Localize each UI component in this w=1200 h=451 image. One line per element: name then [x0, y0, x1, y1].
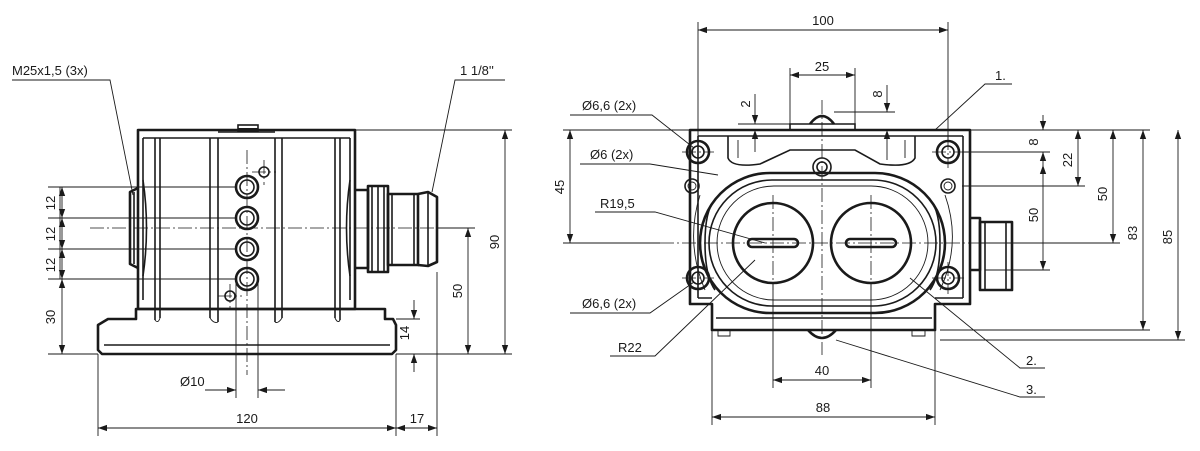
side-view: 12 12 12 30 M25x1,5 (3x) 1 1/8'' 90 50 1… [12, 63, 512, 436]
side-dim-pitch-1: 12 [43, 196, 58, 210]
front-callout-3: 3. [1026, 382, 1037, 397]
front-view: 100 25 2 8 Ø6,6 (2x) Ø6 (2x) Ø6,6 (2x) 4… [552, 13, 1185, 425]
side-dim-height: 90 [487, 235, 502, 249]
front-dim-right-85: 85 [1160, 230, 1175, 244]
side-housing [136, 128, 357, 311]
front-callout-2: 2. [1026, 353, 1037, 368]
side-conduit-label: 1 1/8'' [460, 63, 494, 78]
side-dim-pitch-3: 12 [43, 258, 58, 272]
front-dim-right-22: 22 [1060, 153, 1075, 167]
front-connector [970, 216, 1014, 292]
front-dim-button-pitch: 40 [815, 363, 829, 378]
front-dim-right-8: 8 [1026, 138, 1041, 145]
side-dim-width: 120 [236, 411, 258, 426]
front-radius-outer: R22 [618, 340, 642, 355]
front-dim-right-83: 83 [1125, 226, 1140, 240]
front-callout-1: 1. [995, 68, 1006, 83]
side-thread-label: M25x1,5 (3x) [12, 63, 88, 78]
front-hole-label-mid: Ø6 (2x) [590, 147, 633, 162]
front-dim-button-span: 25 [815, 59, 829, 74]
front-dim-bottom-width: 88 [816, 400, 830, 415]
front-hole-label-top: Ø6,6 (2x) [582, 98, 636, 113]
front-dim-small-8: 8 [870, 90, 885, 97]
front-dim-right-50-inner: 50 [1026, 208, 1041, 222]
front-radius-inner: R19,5 [600, 196, 635, 211]
front-dim-width-top: 100 [812, 13, 834, 28]
side-conduit-connector [355, 184, 439, 274]
side-dim-pitch-2: 12 [43, 227, 58, 241]
side-dim-foot-overhang: 17 [410, 411, 424, 426]
front-hole-label-bottom: Ø6,6 (2x) [582, 296, 636, 311]
front-dim-left-45: 45 [552, 180, 567, 194]
front-dim-small-2: 2 [738, 100, 753, 107]
side-dim-axis-height: 50 [450, 284, 465, 298]
side-dim-base-height: 30 [43, 310, 58, 324]
front-dim-right-50: 50 [1095, 187, 1110, 201]
side-dim-led-diameter: Ø10 [180, 374, 205, 389]
side-dim-foot-thickness: 14 [397, 326, 412, 340]
